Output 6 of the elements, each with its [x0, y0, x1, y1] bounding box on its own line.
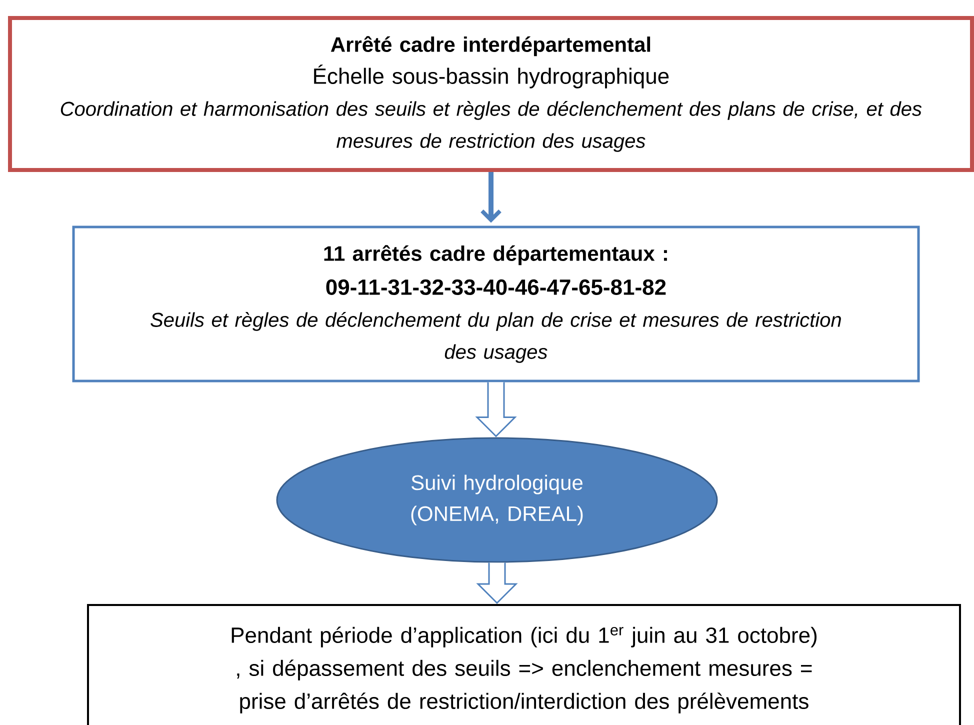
arrow: [480, 172, 502, 223]
block-arrow: [476, 562, 518, 604]
block-arrow: [475, 382, 517, 438]
process-box: Pendant période d’application (ici du 1$^{er}$ juin au 31 octobre) , si dépassement des seuils => enclenchement mesures = prise d’arrêtés de restriction/interdiction des prélèvements: [87, 604, 961, 725]
process-box: Arrêté cadre interdépartemental Échelle sous-bassin hydrographique Coordination et harmonisation des seuils et règles de déclenchement des plans de crise, et des mesures de restriction des usages: [8, 16, 974, 172]
process-box: 11 arrêtés cadre départementaux : 09-11-31-32-33-40-46-47-65-81-82 Seuils et règles de déclenchement du plan de crise et mesures de restriction des usages: [72, 226, 920, 382]
